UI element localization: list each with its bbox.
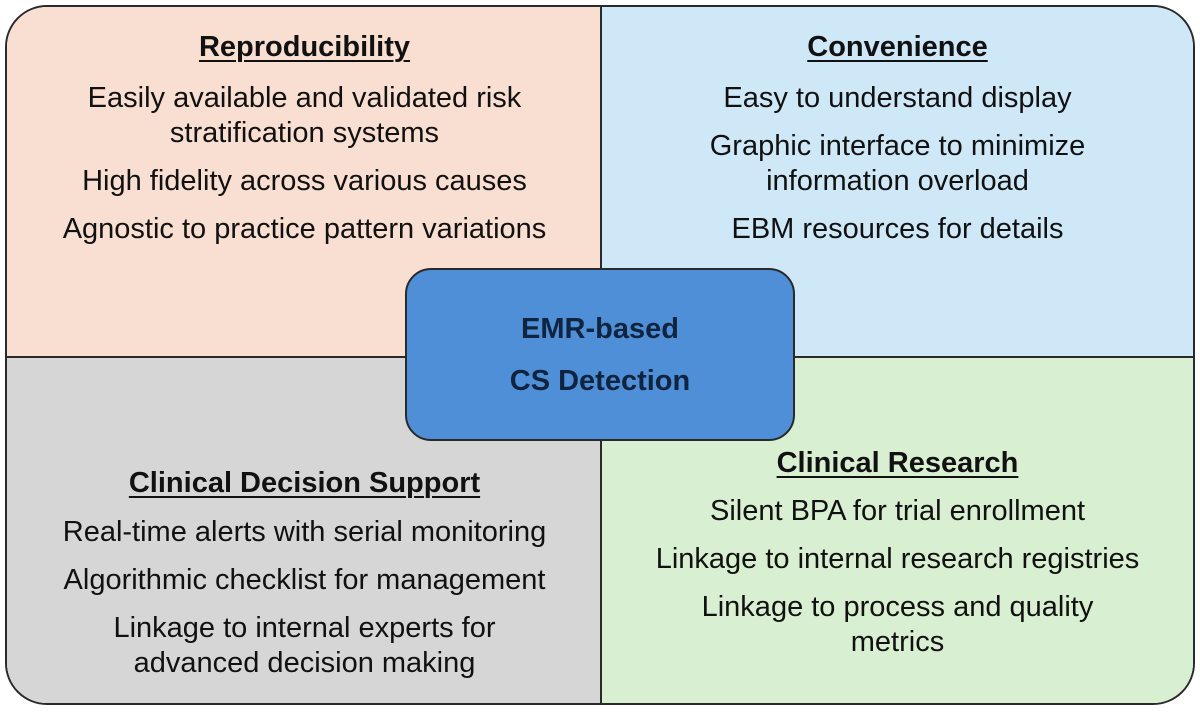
center-box-emr-cs-detection: EMR-based CS Detection [405, 268, 795, 441]
list-item: Real-time alerts with serial monitoring [62, 516, 547, 548]
list-item: Easy to understand display [723, 82, 1072, 114]
list-item: Agnostic to practice pattern variations [62, 213, 547, 245]
list-item: Linkage to internal research registries [655, 543, 1140, 575]
quadrant-title-convenience: Convenience [807, 31, 988, 63]
quadrant-title-clinical-decision-support: Clinical Decision Support [128, 467, 481, 499]
item-list-clinical-decision-support: Real-time alerts with serial monitoring … [7, 515, 602, 694]
item-list-reproducibility: Easily available and validated risk stra… [7, 81, 602, 260]
item-list-convenience: Easy to understand display Graphic inter… [602, 81, 1193, 260]
list-item: Silent BPA for trial enrollment [709, 495, 1086, 527]
item-list-clinical-research: Silent BPA for trial enrollment Linkage … [602, 494, 1193, 673]
list-item: Linkage to process and quality metrics [701, 591, 1094, 658]
list-item: Graphic interface to minimize informatio… [709, 130, 1086, 197]
quadrant-title-clinical-research: Clinical Research [776, 447, 1019, 479]
list-item: Algorithmic checklist for management [63, 564, 546, 596]
list-item: Linkage to internal experts for advanced… [113, 612, 496, 679]
list-item: Easily available and validated risk stra… [87, 82, 522, 149]
list-item: High fidelity across various causes [82, 165, 527, 197]
center-label-line2: CS Detection [509, 364, 691, 397]
center-label-line1: EMR-based [521, 312, 679, 345]
quadrant-title-reproducibility: Reproducibility [198, 31, 411, 63]
list-item: EBM resources for details [731, 213, 1064, 245]
